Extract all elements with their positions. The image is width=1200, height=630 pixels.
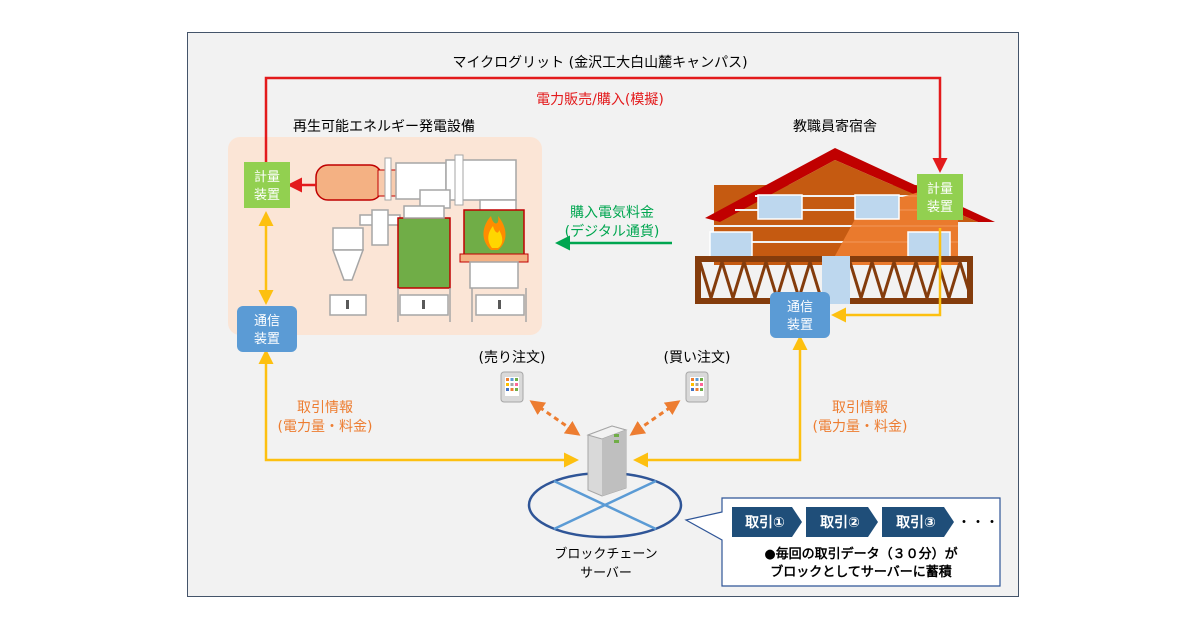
- comm-box-right: [770, 292, 830, 338]
- buy-order-arrow: [629, 400, 681, 436]
- block-note-line1: ●毎回の取引データ（３０分）が: [764, 546, 957, 562]
- meter-comm-link-right: [831, 228, 942, 323]
- meter-left-line1: 計量: [254, 169, 280, 185]
- trade-info-link-right: [633, 335, 808, 468]
- block-2: [806, 507, 878, 537]
- buy-order-label: (買い注文): [664, 350, 731, 366]
- purchase-fee-line1: 購入電気料金: [570, 205, 654, 221]
- blockchain-label-line2: サーバー: [580, 566, 632, 581]
- meter-left-line2: 装置: [254, 188, 280, 203]
- comm-left-line2: 装置: [254, 332, 280, 347]
- meter-right-line2: 装置: [927, 200, 953, 215]
- meter-box-right: [917, 174, 963, 220]
- power-trade-label: 電力販売/購入(模擬): [536, 92, 664, 108]
- server-icon: [586, 425, 628, 497]
- block-1-label: 取引①: [745, 515, 785, 531]
- trade-info-right-line1: 取引情報: [832, 400, 888, 416]
- comm-right-line1: 通信: [787, 300, 813, 315]
- dormitory-house-illustration: [695, 148, 995, 304]
- trade-info-link-left: [258, 349, 579, 468]
- buy-order-phone-icon: [685, 371, 709, 403]
- blockchain-label-line1: ブロックチェーン: [554, 546, 657, 562]
- purchase-fee-line2: (デジタル通貨): [565, 223, 660, 240]
- comm-left-line1: 通信: [254, 314, 280, 329]
- meter-box-left: [244, 162, 290, 208]
- blocks-more: ・・・: [957, 515, 999, 531]
- trade-info-left-line1: 取引情報: [297, 400, 353, 416]
- block-note-line2: ブロックとしてサーバーに蓄積: [770, 564, 952, 580]
- comm-box-left: [237, 306, 297, 352]
- comm-right-line2: 装置: [787, 318, 813, 333]
- sell-order-phone-icon: [500, 371, 524, 403]
- generation-facility-label: 再生可能エネルギー発電設備: [293, 119, 475, 135]
- trade-info-left-line2: (電力量・料金): [278, 419, 373, 435]
- meter-right-line1: 計量: [927, 181, 953, 197]
- dormitory-label: 教職員寄宿舎: [793, 118, 877, 135]
- microgrid-line: [264, 76, 948, 173]
- block-1: [732, 507, 802, 537]
- microgrid-title: マイクログリット (金沢工大白山麓キャンパス): [452, 55, 747, 71]
- trade-info-right-line2: (電力量・料金): [813, 419, 908, 435]
- block-3-label: 取引③: [896, 515, 936, 531]
- sell-order-label: (売り注文): [479, 350, 546, 366]
- block-2-label: 取引②: [820, 515, 860, 531]
- sell-order-arrow: [529, 400, 581, 436]
- block-chain-row: [732, 507, 954, 537]
- power-plant-illustration: [315, 154, 529, 322]
- block-3: [882, 507, 954, 537]
